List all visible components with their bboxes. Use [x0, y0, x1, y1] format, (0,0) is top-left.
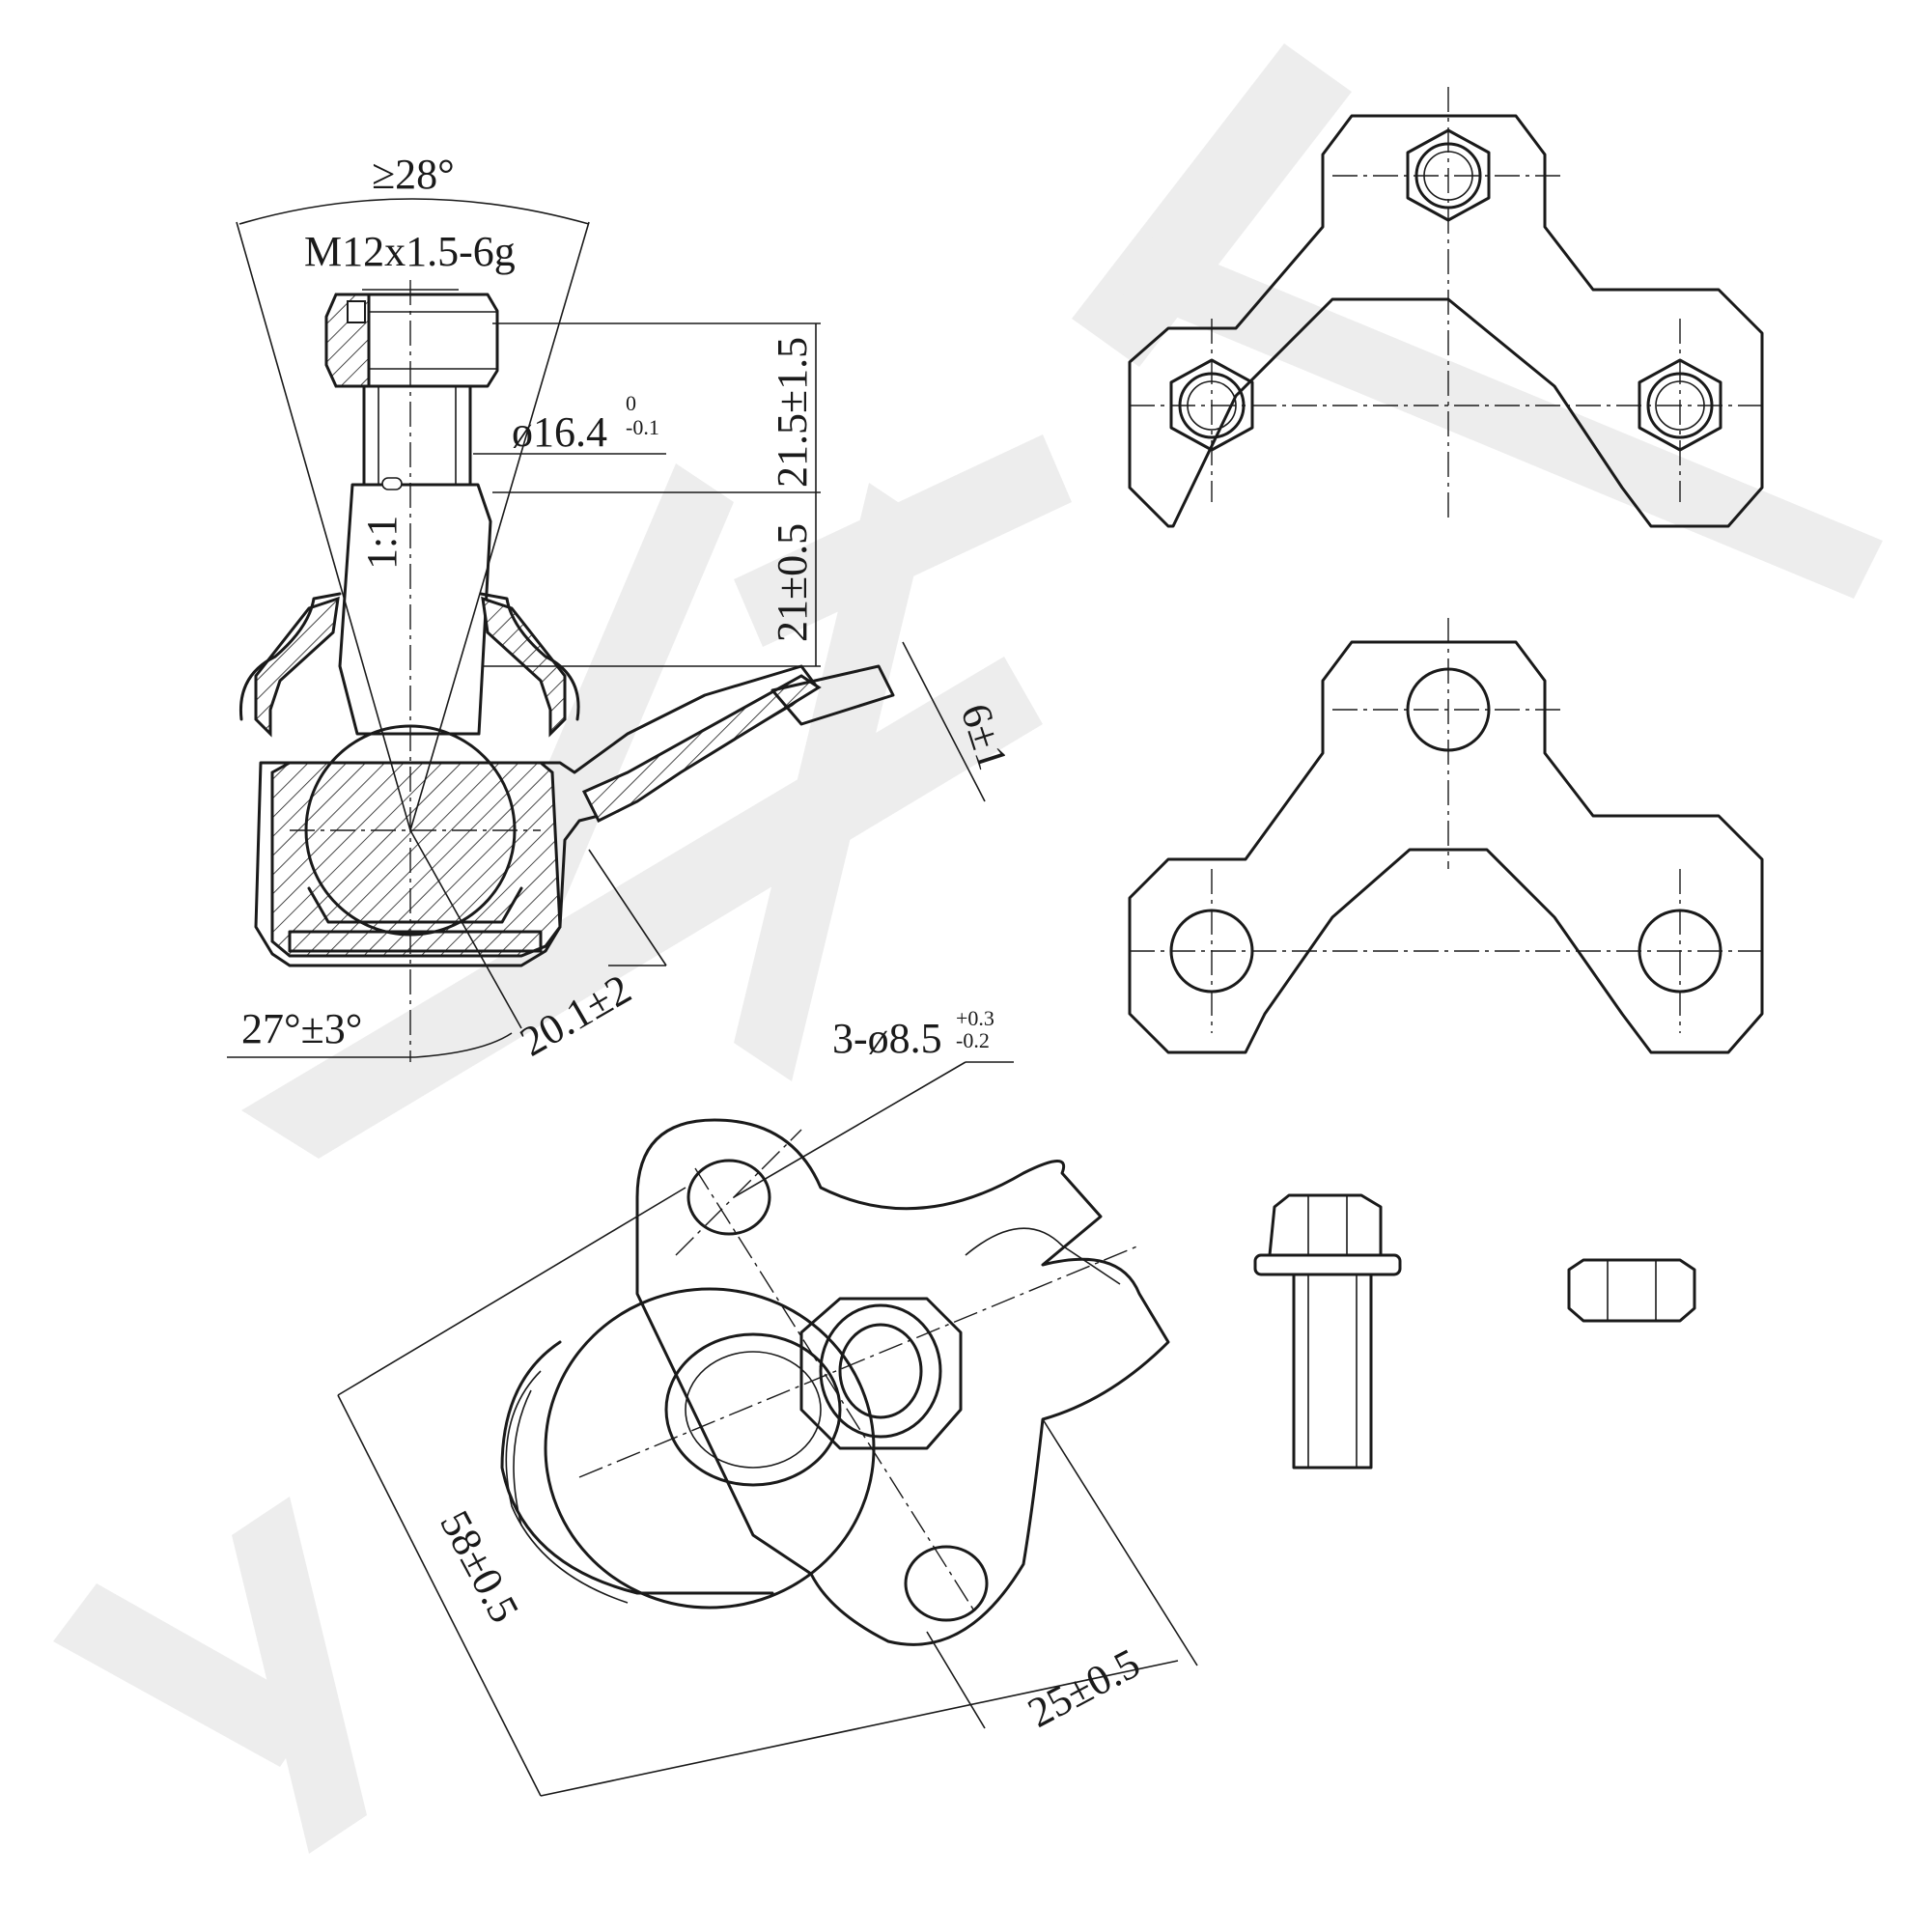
iso-flange [635, 1118, 1170, 1646]
dust-boot [254, 596, 340, 738]
angle-label: 27°±3° [241, 1005, 362, 1052]
hole-spec-label: 3-ø8.5 [832, 1015, 942, 1062]
tapered-shank [338, 483, 492, 736]
bolt-shank [1292, 1273, 1373, 1470]
section-view [236, 221, 895, 1062]
iso-nut [799, 1297, 963, 1450]
arm-section [581, 674, 822, 824]
nut-body [367, 293, 499, 388]
height-upper-label: 21.5±1.5 [769, 337, 816, 488]
flange-nut [1567, 1258, 1696, 1323]
iso-hole-1 [686, 1159, 771, 1236]
cone-angle-label: ≥28° [372, 151, 455, 198]
iso-stud-base [664, 1332, 842, 1487]
bolt-head [1268, 1193, 1383, 1257]
pitch-label: 25±0.5 [1021, 1639, 1148, 1737]
nut-side [1567, 1258, 1696, 1323]
dimension-lines [227, 198, 986, 1058]
threaded-stud [362, 384, 472, 487]
iso-housing-top [544, 1287, 876, 1610]
diameter-tol-lower: -0.1 [626, 415, 659, 439]
bolt [1253, 1193, 1402, 1470]
watermark [53, 43, 1883, 1854]
taper-label: 1:1 [358, 516, 406, 570]
top-view-assembled [1128, 87, 1767, 528]
height-lower-label: 21±0.5 [769, 523, 816, 642]
span-label: 58±0.5 [431, 1503, 528, 1631]
flange-plate-top [1128, 114, 1764, 528]
isometric-view [337, 1061, 1198, 1797]
hole-tol-lower: -0.2 [956, 1028, 990, 1052]
flange-plate-bare [1128, 640, 1764, 1054]
thread-label: M12x1.5-6g [304, 228, 516, 275]
top-view-plate [1128, 618, 1767, 1054]
diameter-label: ø16.4 [512, 408, 607, 456]
diameter-tol-upper: 0 [626, 391, 636, 415]
hole-tol-upper: +0.3 [956, 1006, 994, 1030]
bolt-flange [1253, 1253, 1402, 1276]
isometric-labels: 3-ø8.5 +0.3 -0.2 58±0.5 25±0.5 [431, 1006, 1147, 1737]
iso-hole-2 [904, 1545, 989, 1622]
